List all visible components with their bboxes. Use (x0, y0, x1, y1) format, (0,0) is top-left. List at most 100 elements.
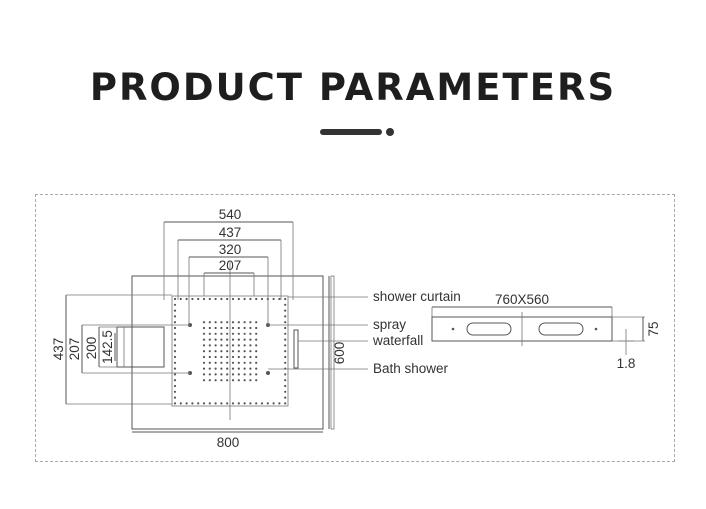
nozzle-dot (243, 350, 246, 353)
nozzle-dot (231, 361, 235, 364)
nozzle-dot (202, 326, 206, 330)
nozzle-dot (284, 309, 287, 312)
nozzle-dot (243, 367, 246, 370)
nozzle-dot (284, 338, 287, 341)
nozzle-dot (249, 332, 252, 335)
nozzle-dot (220, 338, 223, 341)
nozzle-dot (214, 367, 217, 370)
top-dimensions (163, 221, 294, 325)
nozzle-dot (243, 321, 246, 324)
nozzle-dot (249, 402, 252, 405)
callout-shower-curtain: shower curtain (373, 289, 461, 304)
nozzle-dot (208, 350, 211, 353)
nozzle-dot (231, 402, 235, 405)
nozzle-dot (173, 379, 177, 382)
nozzle-dot (185, 402, 188, 405)
nozzle-dot (214, 332, 217, 335)
nozzle-dot (220, 297, 223, 301)
nozzle-dot (220, 355, 223, 359)
nozzle-dot (237, 326, 240, 330)
nozzle-dot (226, 332, 229, 335)
nozzle-dot (255, 344, 258, 347)
nozzle-dot (202, 321, 206, 324)
nozzle-dot (260, 402, 264, 405)
outer-panel (131, 275, 324, 430)
nozzle-dot (173, 361, 177, 364)
nozzle-dot (284, 379, 287, 382)
nozzle-dot (284, 384, 287, 388)
side-view (431, 306, 645, 355)
waterfall-element (293, 329, 299, 369)
nozzle-dot (214, 326, 217, 330)
nozzle-dot (284, 344, 287, 347)
nozzle-dot (214, 355, 217, 359)
nozzle-dot (173, 373, 177, 376)
nozzle-dot (249, 350, 252, 353)
nozzle-dot (237, 367, 240, 370)
nozzle-dot (278, 402, 281, 405)
nozzle-dot (202, 355, 206, 359)
nozzle-dot (202, 361, 206, 364)
nozzle-dot (179, 402, 182, 405)
nozzle-dot (249, 326, 252, 330)
nozzle-dot (272, 402, 275, 405)
nozzle-dot (243, 332, 246, 335)
nozzle-dot (173, 402, 177, 405)
nozzle-dot (260, 297, 264, 301)
right-edge-strip (330, 275, 335, 430)
nozzle-dot (249, 355, 252, 359)
nozzle-dot (173, 315, 177, 318)
nozzle-dot (237, 321, 240, 324)
nozzle-dot (237, 379, 240, 382)
nozzle-dot (173, 350, 177, 353)
nozzle-dot (231, 344, 235, 347)
nozzle-dot (231, 321, 235, 324)
nozzle-dot (255, 350, 258, 353)
nozzle-dot (214, 321, 217, 324)
nozzle-dot (220, 361, 223, 364)
nozzle-dot (231, 367, 235, 370)
dim-label-207-top: 207 (219, 258, 242, 273)
nozzle-dot (255, 355, 258, 359)
nozzle-dot (237, 338, 240, 341)
nozzle-dot (272, 297, 275, 301)
dim-label-320: 320 (219, 242, 242, 257)
nozzle-dot (173, 332, 177, 335)
nozzle-dot (220, 379, 223, 382)
nozzle-dot (173, 321, 177, 324)
nozzle-dot (173, 297, 177, 301)
nozzle-dot (249, 321, 252, 324)
nozzle-dot (237, 373, 240, 376)
nozzle-dot (214, 373, 217, 376)
nozzle-dot (243, 402, 246, 405)
nozzle-dot (284, 332, 287, 335)
nozzle-dot (255, 332, 258, 335)
nozzle-dot (220, 373, 223, 376)
nozzle-dot (220, 367, 223, 370)
nozzle-dot (173, 355, 177, 359)
nozzle-dot (284, 361, 287, 364)
nozzle-dot (208, 379, 211, 382)
nozzle-dot (255, 402, 258, 405)
nozzle-dot (255, 321, 258, 324)
nozzle-dot (231, 326, 235, 330)
side-view-size-label: 760X560 (495, 292, 549, 307)
nozzle-dot (208, 373, 211, 376)
nozzle-dot (237, 350, 240, 353)
nozzle-dot (173, 309, 177, 312)
nozzle-dots (173, 297, 287, 405)
nozzle-dot (249, 344, 252, 347)
nozzle-dot (208, 402, 211, 405)
nozzle-dot (208, 297, 211, 301)
nozzle-dot (208, 361, 211, 364)
callout-leaders (268, 296, 368, 370)
nozzle-dot (202, 332, 206, 335)
nozzle-dot (255, 367, 258, 370)
nozzle-dot (243, 344, 246, 347)
side-view-thickness-label: 1.8 (617, 356, 636, 371)
nozzle-dot (226, 402, 229, 405)
nozzle-dot (208, 367, 211, 370)
nozzle-dot (243, 297, 246, 301)
nozzle-dot (231, 350, 235, 353)
nozzle-dot (243, 355, 246, 359)
